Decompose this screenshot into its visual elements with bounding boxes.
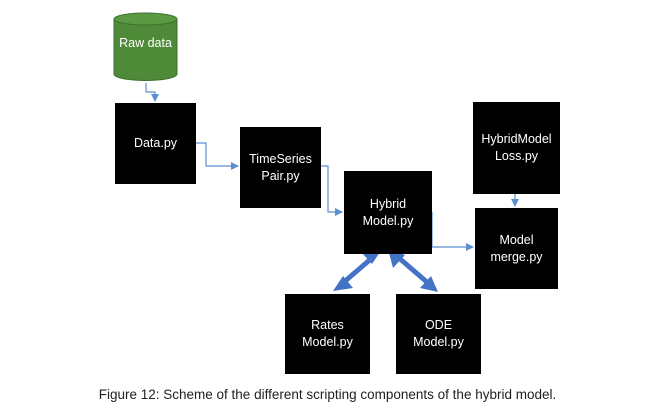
connector-raw-to-data bbox=[145, 83, 159, 102]
connector-data-to-timeseries bbox=[196, 142, 239, 170]
double-arrow-hybrid-rates bbox=[333, 249, 382, 291]
connector-hybrid-to-merge bbox=[431, 212, 474, 251]
raw-data-label: Raw data bbox=[119, 36, 172, 50]
figure-caption: Figure 12: Scheme of the different scrip… bbox=[98, 387, 557, 402]
rates-model-node: Rates Model.py bbox=[285, 294, 370, 374]
database-icon bbox=[113, 12, 178, 81]
diagram: Raw data Data.py TimeSeries Pair.py Hybr… bbox=[113, 12, 560, 374]
hybrid-model-node: Hybrid Model.py bbox=[344, 171, 432, 254]
connector-timeseries-to-hybrid bbox=[321, 165, 343, 216]
double-arrow-hybrid-ode bbox=[388, 249, 438, 292]
ode-model-node: ODE Model.py bbox=[396, 294, 481, 374]
raw-data-database: Raw data bbox=[113, 12, 178, 82]
model-merge-node: Model merge.py bbox=[475, 208, 558, 289]
data-py-node: Data.py bbox=[115, 103, 196, 184]
timeseries-pair-node: TimeSeries Pair.py bbox=[240, 127, 321, 208]
hybridmodel-loss-node: HybridModel Loss.py bbox=[473, 102, 560, 194]
